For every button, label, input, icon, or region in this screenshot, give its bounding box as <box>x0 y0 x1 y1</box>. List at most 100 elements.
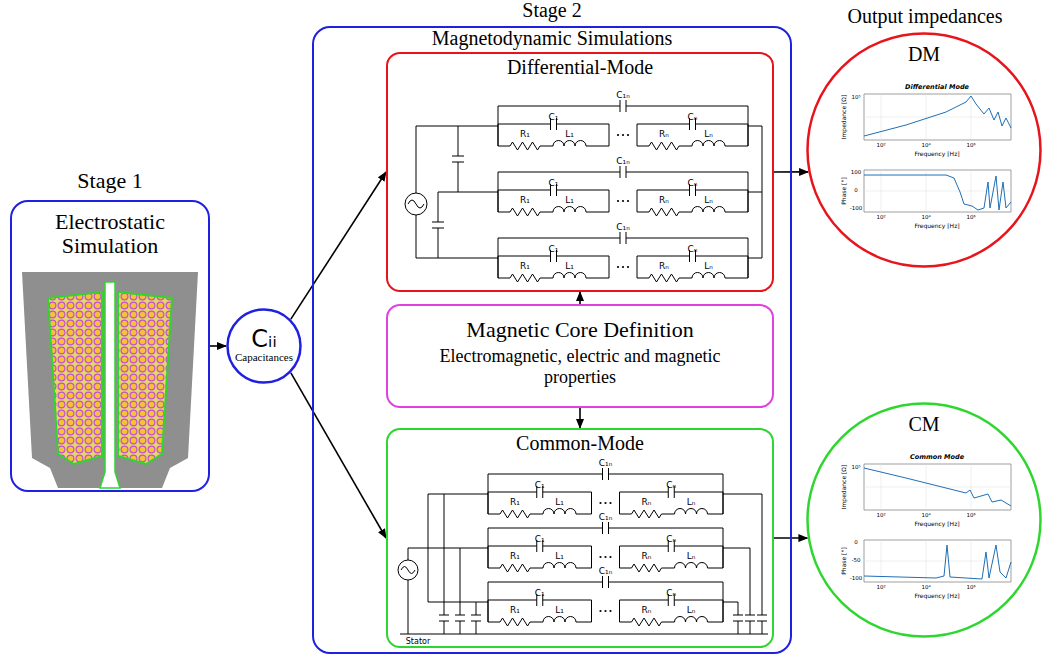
ellipsis-dot <box>622 134 624 136</box>
axis-label: Phase [°] <box>841 177 847 205</box>
coil-right <box>118 292 172 464</box>
component-label: Cₙ <box>688 179 698 188</box>
tick-label: 10⁶ <box>966 585 975 591</box>
circle-outline <box>806 402 1042 638</box>
ac-source <box>405 193 427 215</box>
stage-heading: Stage 2 <box>314 0 790 20</box>
dm-circuit <box>405 100 762 282</box>
rl-ladder-wires <box>498 100 748 282</box>
ellipsis-dot <box>604 502 606 504</box>
tick-label: 10² <box>876 513 885 519</box>
cm-circuit <box>398 468 768 634</box>
component-label: L₁ <box>565 196 574 205</box>
component-label: Lₙ <box>704 196 713 205</box>
connector-arrow <box>579 292 581 304</box>
impedance-curve <box>864 468 1011 506</box>
circle-outline-shape <box>228 310 301 383</box>
mode-title: Differential-Mode <box>388 54 772 78</box>
component-label: R₁ <box>510 498 520 507</box>
tick-label: 10² <box>876 215 885 221</box>
component-label: Cₙ <box>688 245 698 254</box>
axis-label: Impedance [Ω] <box>841 465 847 510</box>
capacitance-symbol: Cᵢᵢ <box>251 327 276 351</box>
mode-circuit-box: Differential-ModeC₁ₙC₁CₙR₁L₁RₙLₙC₁ₙC₁CₙR… <box>386 52 774 292</box>
tick-label: 0 <box>854 540 858 546</box>
stage-box: Stage 2Magnetodynamic SimulationsDiffere… <box>312 26 792 654</box>
tick-label: 10⁴ <box>921 585 930 591</box>
ellipsis-dot <box>604 556 606 558</box>
tick-label: -50 <box>852 558 861 564</box>
plot-circle-title: DM <box>806 44 1042 64</box>
section-heading: Output impedances <box>848 6 1003 26</box>
tick-label: 10⁵ <box>851 465 860 471</box>
mode-title: Common-Mode <box>388 430 772 454</box>
component-label: Cₙ <box>688 113 698 122</box>
component-label: R₁ <box>510 552 520 561</box>
tick-label: 10⁶ <box>966 215 975 221</box>
impedance-curve <box>864 96 1011 136</box>
stage-box: Stage 1Electrostatic Simulation <box>10 200 210 492</box>
core-definition-box: Magnetic Core DefinitionElectromagnetic,… <box>386 304 774 408</box>
tick-label: 0 <box>854 188 858 194</box>
component-label: C₁ₙ <box>599 459 612 468</box>
component-label: L₁ <box>565 262 574 271</box>
component-label: Cₙ <box>666 535 676 544</box>
connector-arrow <box>291 172 386 319</box>
axis-label: Frequency [Hz] <box>914 151 959 157</box>
axis-label: Impedance [Ω] <box>841 95 847 140</box>
ac-source <box>398 560 418 580</box>
ellipsis-dot <box>609 502 611 504</box>
phase-curve <box>864 175 1011 210</box>
component-label: Lₙ <box>687 552 696 561</box>
component-label: Rₙ <box>642 552 652 561</box>
stage-heading: Stage 1 <box>12 170 208 192</box>
coil-left <box>48 292 102 464</box>
component-label: C₁ <box>549 113 559 122</box>
phase-curve <box>864 545 1011 579</box>
component-label: C₁ₙ <box>616 223 629 232</box>
component-label: C₁ <box>549 179 559 188</box>
tick-label: -100 <box>850 206 862 212</box>
stator-slot-illustration <box>22 272 198 488</box>
component-label: C₁ <box>535 589 545 598</box>
source-wiring <box>416 126 762 258</box>
component-label: R₁ <box>520 196 530 205</box>
plot-axes <box>864 464 1011 582</box>
ellipsis-dot <box>599 556 601 558</box>
ellipsis-dot <box>609 610 611 612</box>
cm-plots <box>864 464 1011 582</box>
tick-label: 10⁴ <box>921 513 930 519</box>
component-label: Rₙ <box>659 262 669 271</box>
plot-grid <box>864 94 1011 212</box>
ellipsis-dot <box>617 134 619 136</box>
component-label: R₁ <box>520 262 530 271</box>
ellipsis-dot <box>622 266 624 268</box>
component-label: Cₙ <box>666 589 676 598</box>
axis-label: Frequency [Hz] <box>914 593 959 599</box>
tick-label: 100 <box>851 170 862 176</box>
component-label: Lₙ <box>687 498 696 507</box>
ellipsis-dot <box>617 266 619 268</box>
connector-arrow <box>579 408 581 428</box>
capacitance-circle: CᵢᵢCapacitances <box>226 308 302 384</box>
component-label: L₁ <box>565 130 574 139</box>
ellipsis-dot <box>627 200 629 202</box>
ellipsis-dot <box>604 610 606 612</box>
axis-label: Frequency [Hz] <box>914 521 959 527</box>
tick-label: 10⁵ <box>851 95 860 101</box>
rl-ladder-wires <box>488 468 723 626</box>
component-label: C₁ₙ <box>616 91 629 100</box>
component-label: L₁ <box>555 552 564 561</box>
stator-tooth <box>22 272 198 488</box>
component-label: Cₙ <box>666 481 676 490</box>
ellipsis-dot <box>627 134 629 136</box>
capacitance-caption: Capacitances <box>235 351 293 364</box>
tick-label: -100 <box>850 576 862 582</box>
tick-label: 10⁶ <box>966 513 975 519</box>
circle-outline-shape <box>808 404 1041 637</box>
component-label: Rₙ <box>659 130 669 139</box>
tick-label: 10² <box>876 585 885 591</box>
component-label: L₁ <box>555 606 564 615</box>
component-label: C₁ₙ <box>599 567 612 576</box>
